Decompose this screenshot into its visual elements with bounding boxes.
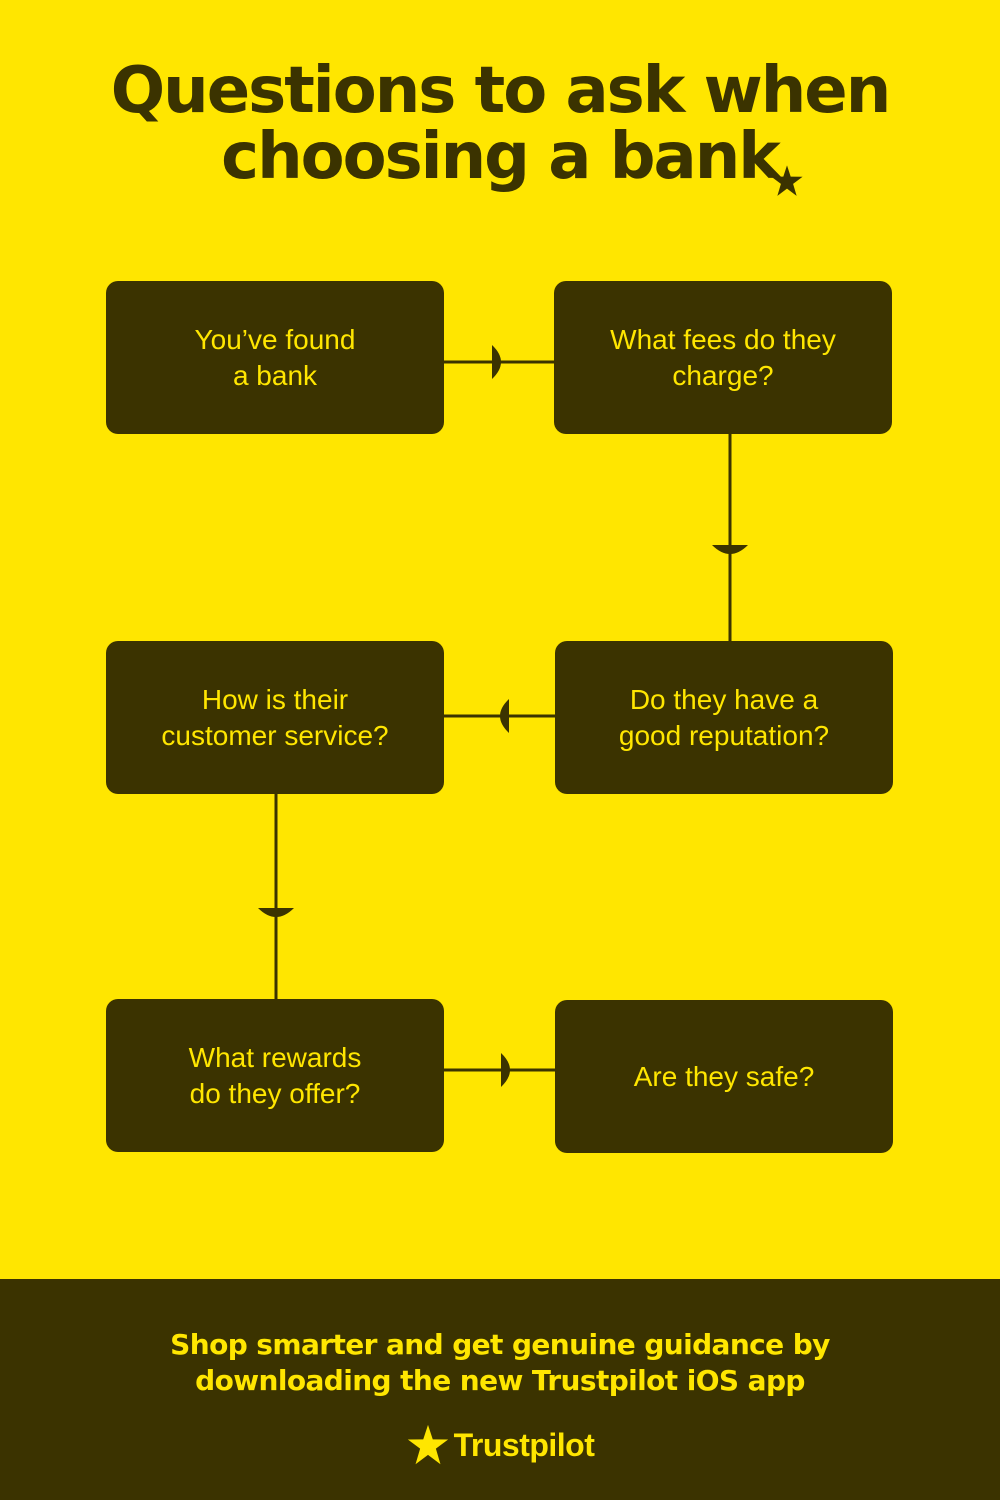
star-icon — [771, 165, 803, 196]
flow-step-label: How is their customer service? — [161, 683, 389, 751]
arrow-right-icon — [501, 1053, 510, 1087]
page-title: Questions to ask when choosing a bank — [0, 58, 1000, 190]
flow-step-reputation: Do they have a good reputation? — [555, 641, 893, 794]
flow-step-safety: Are they safe? — [555, 1000, 893, 1153]
brand-name: Trustpilot — [453, 1426, 595, 1463]
footer-banner: Shop smarter and get genuine guidance by… — [0, 1279, 1000, 1500]
flowchart: You’ve found a bank What fees do they ch… — [106, 281, 893, 1153]
trustpilot-logo: Trustpilot — [0, 1422, 1000, 1468]
title-line-2: choosing a bank — [221, 120, 781, 194]
star-icon — [407, 1424, 448, 1465]
flow-step-label: What rewards do they offer? — [188, 1041, 362, 1109]
flow-step-label: You’ve found a bank — [194, 323, 356, 391]
flow-step-fees: What fees do they charge? — [554, 281, 892, 434]
flow-step-found-bank: You’ve found a bank — [106, 281, 444, 434]
arrow-down-icon — [258, 908, 294, 917]
arrow-left-icon — [500, 699, 509, 733]
flow-step-rewards: What rewards do they offer? — [106, 999, 444, 1152]
title-line-1: Questions to ask when — [110, 54, 892, 128]
flow-step-customer-service: How is their customer service? — [106, 641, 444, 794]
flow-step-label: Do they have a good reputation? — [618, 683, 830, 751]
flow-step-label: What fees do they charge? — [610, 323, 836, 391]
arrow-down-icon — [712, 545, 748, 554]
footer-cta-line-1: Shop smarter and get genuine guidance by — [170, 1328, 830, 1361]
flow-connectors — [258, 345, 748, 1087]
footer-cta-line-2: downloading the new Trustpilot iOS app — [195, 1364, 805, 1397]
footer-cta: Shop smarter and get genuine guidance by… — [0, 1327, 1000, 1399]
flow-step-label: Are they safe? — [633, 1060, 815, 1092]
arrow-right-icon — [492, 345, 501, 379]
